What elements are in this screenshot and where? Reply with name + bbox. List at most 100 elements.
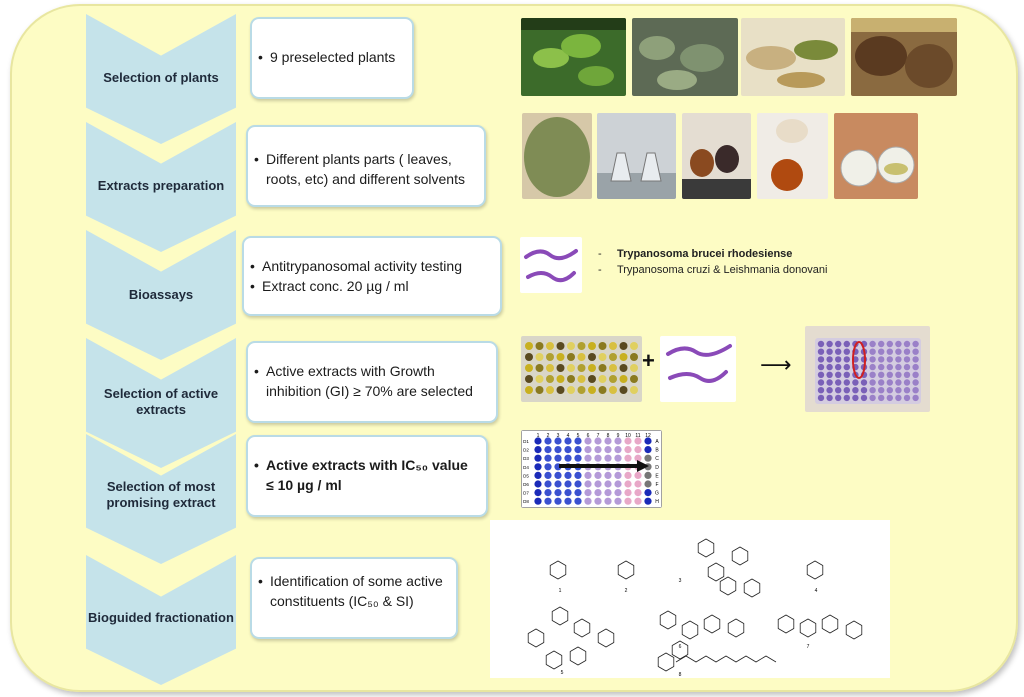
- plate-well: [614, 446, 622, 454]
- assay-well: [826, 348, 833, 355]
- benzene-ring: [719, 576, 737, 596]
- stage-label-bioassays: Bioassays: [128, 287, 194, 302]
- extract-well: [630, 386, 638, 394]
- plate-well: [554, 497, 562, 505]
- plate-well: [604, 489, 612, 497]
- assay-well: [860, 387, 868, 394]
- extract-well: [567, 375, 575, 383]
- plate-well: [534, 497, 542, 505]
- plus-sign: +: [642, 348, 655, 373]
- assay-well: [886, 387, 893, 394]
- extract-well: [556, 342, 565, 350]
- plate-well: [584, 446, 592, 454]
- assay-well: [903, 371, 911, 378]
- extract-well: [556, 375, 565, 383]
- plate-well: [564, 437, 572, 445]
- plate-col-label: 3: [557, 433, 560, 439]
- extract-plate-photo: [521, 336, 642, 402]
- assay-well: [878, 348, 885, 355]
- plate-well: [614, 480, 622, 488]
- extract-well: [567, 353, 575, 361]
- assay-well: [895, 340, 902, 348]
- assay-well: [869, 356, 876, 363]
- extract-well: [535, 342, 544, 350]
- plate-well: [564, 471, 572, 479]
- stage-label-bioguided-fractionation: Bioguided fractionation: [88, 610, 234, 625]
- plate-dilution-label: D1: [523, 439, 529, 444]
- structure-number: 2: [625, 588, 628, 594]
- assay-well: [912, 356, 919, 363]
- assay-well: [835, 379, 842, 386]
- arrow-right-icon: ⟶: [760, 352, 792, 377]
- assay-well: [835, 363, 842, 371]
- assay-well: [869, 340, 876, 348]
- plate-well: [534, 446, 542, 454]
- plate-col-label: 11: [635, 433, 640, 439]
- plate-well: [574, 446, 582, 454]
- plate-well: [594, 480, 602, 488]
- assay-well: [835, 348, 842, 355]
- plate-well: [644, 497, 652, 505]
- plate-col-label: 10: [625, 433, 631, 439]
- extract-well: [567, 386, 575, 394]
- extract-well: [577, 342, 586, 350]
- plate-well: [584, 480, 592, 488]
- assay-well: [886, 379, 893, 386]
- plate-well: [594, 471, 602, 479]
- assay-well: [895, 379, 902, 386]
- benzene-ring: [743, 578, 761, 598]
- assay-well: [886, 340, 893, 348]
- assay-well: [826, 340, 833, 348]
- parasite-item-1: - Trypanosoma brucei rhodesiense: [598, 248, 793, 260]
- plate-dilution-label: D6: [523, 482, 529, 487]
- assay-plate-photo: [805, 326, 930, 412]
- benzene-ring: [671, 640, 689, 660]
- assay-well: [903, 363, 911, 371]
- plate-well: [624, 437, 632, 445]
- assay-well: [843, 379, 850, 386]
- extract-well: [556, 353, 565, 361]
- assay-well: [912, 394, 919, 402]
- extract-well: [577, 353, 586, 361]
- assay-well: [843, 363, 850, 371]
- structure-number: 7: [807, 644, 810, 650]
- assay-well: [912, 348, 919, 355]
- extract-well: [546, 364, 554, 372]
- assay-well: [912, 379, 919, 386]
- bullet-text: Active extracts with Growth inhibition (…: [254, 361, 486, 401]
- plate-col-label: 6: [587, 433, 590, 439]
- plate-well: [634, 480, 642, 488]
- plate-well: [634, 446, 642, 454]
- plate-well: [584, 471, 592, 479]
- stage-box-extracts-preparation: Different plants parts ( leaves, roots, …: [246, 125, 486, 207]
- plate-col-label: 9: [617, 433, 620, 439]
- extract-well: [598, 375, 607, 383]
- plate-well: [574, 480, 582, 488]
- extract-photo-dried-extract: [834, 113, 918, 199]
- plate-well: [634, 471, 642, 479]
- extract-well: [535, 375, 544, 383]
- plate-well: [624, 480, 632, 488]
- plate-well: [554, 446, 562, 454]
- plate-dilution-label: D7: [523, 491, 529, 496]
- plate-well: [604, 497, 612, 505]
- assay-well: [826, 371, 833, 378]
- assay-well: [869, 387, 876, 394]
- extract-well: [630, 375, 638, 383]
- plate-col-label: 8: [607, 433, 610, 439]
- extract-well: [567, 364, 575, 372]
- assay-well: [912, 371, 919, 378]
- assay-well: [886, 356, 893, 363]
- stage-label-selection-of-active-extracts: Selection of active extracts: [103, 386, 219, 417]
- extract-well: [588, 364, 596, 372]
- assay-well: [860, 379, 868, 386]
- plate-well: [624, 454, 632, 462]
- bullet-text: Extract conc. 20 µg / ml: [250, 276, 500, 296]
- extract-photo-flasks: [597, 113, 676, 199]
- extract-photo-evaporation: [682, 113, 751, 199]
- stage-label-selection-of-plants: Selection of plants: [103, 70, 219, 85]
- benzene-ring: [617, 560, 635, 580]
- plate-well: [574, 497, 582, 505]
- plate-well: [544, 489, 552, 497]
- assay-well: [852, 387, 859, 394]
